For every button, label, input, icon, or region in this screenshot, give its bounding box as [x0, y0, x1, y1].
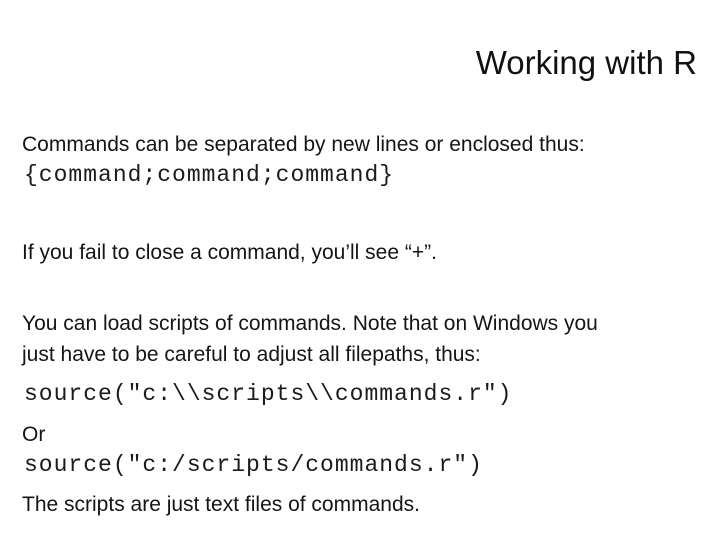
code-source-forwardslash-path: source("c:/scripts/commands.r")	[24, 452, 483, 478]
slide-title: Working with R	[475, 44, 697, 81]
slide-body: Commands can be separated by new lines o…	[0, 129, 720, 520]
paragraph-fail-to-close: If you fail to close a command, you’ll s…	[22, 241, 437, 264]
code-source-backslash-path: source("c:\\scripts\\commands.r")	[24, 381, 513, 407]
paragraph-commands-separated: Commands can be separated by new lines o…	[22, 133, 585, 156]
paragraph-load-scripts: You can load scripts of commands. Note t…	[22, 308, 700, 370]
code-command-braces: {command;command;command}	[24, 162, 395, 188]
paragraph-load-scripts-line-2: just have to be careful to adjust all fi…	[22, 343, 481, 366]
paragraph-scripts-text-files: The scripts are just text files of comma…	[22, 493, 420, 516]
paragraph-or: Or	[22, 423, 46, 446]
paragraph-load-scripts-line-1: You can load scripts of commands. Note t…	[22, 312, 598, 335]
